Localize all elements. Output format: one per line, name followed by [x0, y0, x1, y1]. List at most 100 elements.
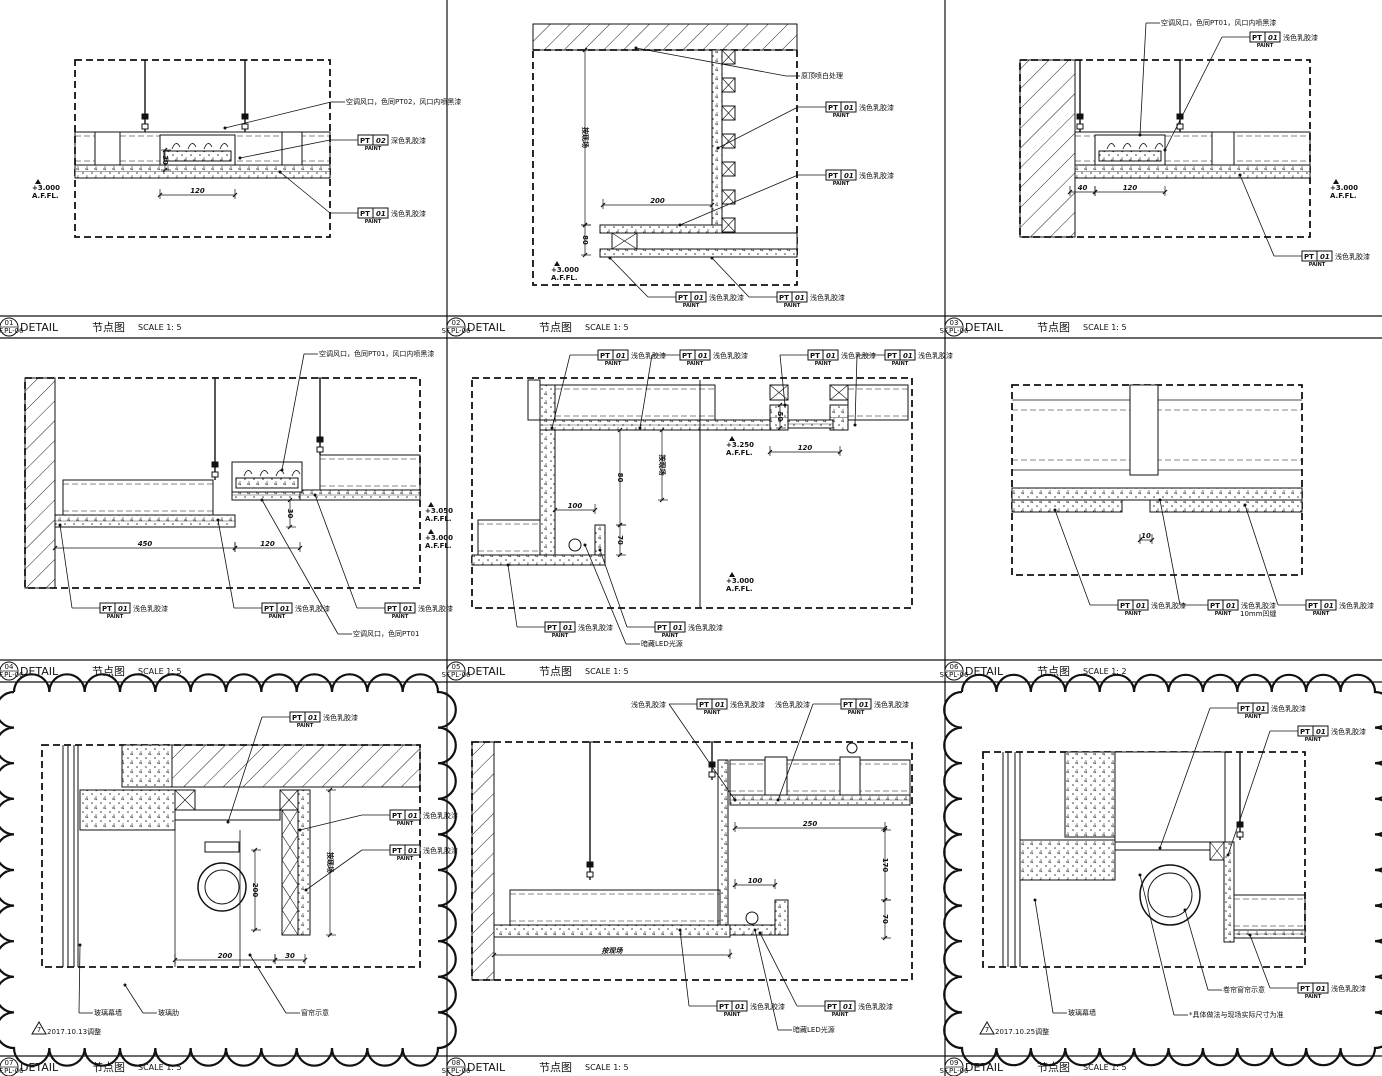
drawing-line — [279, 171, 331, 214]
leader-arrow — [583, 543, 587, 547]
tag-suffix: PAINT — [833, 113, 850, 119]
detail-number: 07 — [5, 1059, 14, 1067]
airflow-arrow-icon — [203, 143, 213, 150]
dimension-value: 30 — [286, 509, 294, 519]
leader-arrow — [1033, 898, 1037, 902]
detail-02 — [532, 23, 798, 286]
tag-prefix: PT — [678, 294, 688, 302]
curtain-roll-inner — [204, 869, 240, 905]
tag-description: 浅色乳胶漆 — [859, 103, 894, 112]
tag-suffix: PAINT — [1257, 43, 1274, 49]
led-light-icon — [568, 538, 582, 552]
detail-scale: SCALE 1: 5 — [138, 667, 182, 676]
drawing-line — [1034, 899, 1054, 1014]
tag-suffix: PAINT — [397, 821, 414, 827]
tag-suffix: PAINT — [1309, 262, 1326, 268]
drawing-line — [227, 716, 263, 823]
tag-description: 浅色乳胶漆 — [859, 171, 894, 180]
airflow-arrow-icon — [1122, 143, 1132, 150]
drawing-line — [727, 952, 733, 958]
tag-code: 01 — [1268, 34, 1278, 42]
detail-09 — [982, 751, 1306, 968]
leader-arrow — [783, 403, 787, 407]
tag-code-box — [114, 602, 131, 614]
concrete-wall — [471, 741, 495, 981]
tag-prefix: PT — [102, 605, 112, 613]
dimension-value: 100 — [748, 877, 763, 885]
tag-prefix: PT — [392, 812, 402, 820]
drawing-line — [882, 935, 888, 941]
tag-description: 浅色乳胶漆 — [918, 351, 953, 360]
detail-name: 节点图 — [539, 1061, 572, 1074]
leader-arrow — [238, 156, 242, 160]
tag-description: 浅色乳胶漆 — [423, 846, 458, 855]
hanger-clip — [1236, 831, 1244, 838]
tag-prefix: PT — [810, 352, 820, 360]
drawing-line — [551, 354, 571, 429]
tag-prefix: PT — [360, 137, 370, 145]
tag-code-box — [669, 621, 686, 633]
drawing-line — [174, 789, 196, 811]
tag-code: 01 — [694, 294, 704, 302]
sheet-reference: SF.PL-06 — [0, 327, 24, 335]
drawing-line — [1162, 189, 1168, 195]
detail-number: 05 — [452, 663, 461, 671]
drawing-line — [507, 564, 518, 628]
detail-05 — [471, 377, 913, 609]
dimension-vertical: 70 — [616, 522, 626, 558]
drawing-line — [659, 497, 665, 503]
drawing-line — [711, 257, 750, 298]
detail-title: DETAIL — [467, 665, 506, 678]
drawing-line — [1239, 174, 1275, 257]
drawing-line — [124, 984, 144, 1014]
tag-code: 01 — [673, 624, 683, 632]
airflow-arrow-icon — [1154, 143, 1164, 150]
drawing-line — [600, 202, 606, 208]
dimension-value: 10 — [1141, 532, 1151, 540]
tag-description: 浅色乳胶漆 — [713, 351, 748, 360]
keel-channel — [729, 759, 911, 796]
note-text: *具体做法与现场实际尺寸为准 — [1189, 1010, 1284, 1019]
hanger-nut — [1236, 821, 1244, 828]
dimension-horizontal: 10 — [1137, 532, 1155, 544]
drawing-line — [162, 167, 168, 173]
dimension-value: 120 — [798, 444, 813, 452]
gypsum-board — [493, 924, 731, 938]
airflow-arrow-icon — [171, 143, 181, 150]
drawing-line — [305, 849, 363, 891]
keel-clip — [1211, 131, 1235, 166]
tag-code-box — [304, 711, 321, 723]
drawing-line — [611, 232, 638, 250]
drawing-line — [582, 252, 588, 258]
airflow-arrow-icon — [219, 143, 229, 150]
leader-arrow — [123, 983, 127, 987]
tag-suffix: PAINT — [833, 181, 850, 187]
dimension-value: 按现场 — [581, 127, 590, 148]
level-value: +3.000 — [1330, 184, 1358, 192]
tag-suffix: PAINT — [1125, 611, 1142, 617]
tag-suffix: PAINT — [1305, 994, 1322, 1000]
airflow-arrow-icon — [275, 470, 285, 477]
level-reference: A.F.FL. — [425, 515, 452, 523]
level-value: +3.050 — [425, 507, 453, 515]
tag-description: 浅色乳胶漆 — [578, 623, 613, 632]
tag-code-box — [791, 291, 808, 303]
concrete-wall — [24, 377, 56, 589]
detail-boundary — [471, 377, 913, 609]
drawing-line — [297, 545, 303, 551]
leader-arrow — [733, 798, 737, 802]
tag-code: 01 — [308, 714, 318, 722]
level-triangle-icon — [729, 572, 735, 577]
